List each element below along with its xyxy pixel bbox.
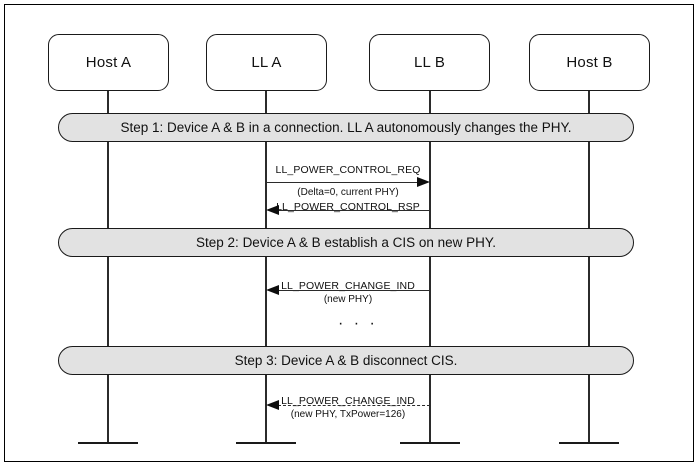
arrowhead-left-ll-power-change-ind-1 — [266, 284, 279, 295]
step-bar-2: Step 2: Device A & B establish a CIS on … — [58, 228, 634, 257]
step-bar-3: Step 3: Device A & B disconnect CIS. — [58, 346, 634, 375]
actor-box-ll-b: LL B — [369, 34, 490, 91]
arrowhead-right-ll-power-control-req — [417, 176, 430, 187]
message-sublabel-ll-power-change-ind-1: (new PHY) — [323, 294, 373, 305]
arrowhead-left-ll-power-control-rsp — [266, 204, 279, 215]
lifeline-host-b — [588, 91, 590, 444]
arrowhead-left-ll-power-change-ind-2 — [266, 399, 279, 410]
lifeline-ground-host-a — [78, 442, 138, 445]
message-label-ll-power-control-req: LL_POWER_CONTROL_REQ — [275, 164, 421, 176]
message-sublabel-ll-power-change-ind-2: (new PHY, TxPower=126) — [290, 409, 406, 420]
message-label-ll-power-change-ind-1: LL_POWER_CHANGE_IND — [281, 280, 415, 292]
actor-box-host-a: Host A — [48, 34, 169, 91]
step-label-3: Step 3: Device A & B disconnect CIS. — [234, 353, 458, 368]
step-label-2: Step 2: Device A & B establish a CIS on … — [196, 235, 496, 250]
message-line-ll-power-change-ind-2 — [278, 405, 430, 406]
step-bar-1: Step 1: Device A & B in a connection. LL… — [58, 113, 634, 142]
actor-box-host-b: Host B — [529, 34, 650, 91]
continuation-ellipsis: · · · — [338, 315, 378, 332]
message-line-ll-power-change-ind-1 — [278, 290, 430, 291]
lifeline-ground-ll-b — [400, 442, 460, 445]
step-label-1: Step 1: Device A & B in a connection. LL… — [120, 120, 572, 135]
message-label-ll-power-change-ind-2: LL_POWER_CHANGE_IND — [281, 395, 415, 407]
actor-label-host-a: Host A — [85, 54, 132, 71]
lifeline-host-a — [107, 91, 109, 444]
lifeline-ll-a — [265, 91, 267, 444]
lifeline-ground-host-b — [559, 442, 619, 445]
lifeline-ll-b — [429, 91, 431, 444]
message-line-ll-power-control-req — [266, 182, 418, 183]
message-sublabel-ll-power-control-req: (Delta=0, current PHY) — [297, 187, 399, 198]
actor-label-ll-a: LL A — [251, 54, 282, 71]
message-line-ll-power-control-rsp — [278, 210, 430, 211]
actor-label-host-b: Host B — [566, 54, 613, 71]
actor-box-ll-a: LL A — [206, 34, 327, 91]
actor-label-ll-b: LL B — [413, 54, 446, 71]
diagram-outer-frame: Host A LL A LL B Host B Step 1: Device A… — [4, 4, 694, 462]
message-label-ll-power-control-rsp: LL_POWER_CONTROL_RSP — [276, 201, 420, 213]
lifeline-ground-ll-a — [236, 442, 296, 445]
